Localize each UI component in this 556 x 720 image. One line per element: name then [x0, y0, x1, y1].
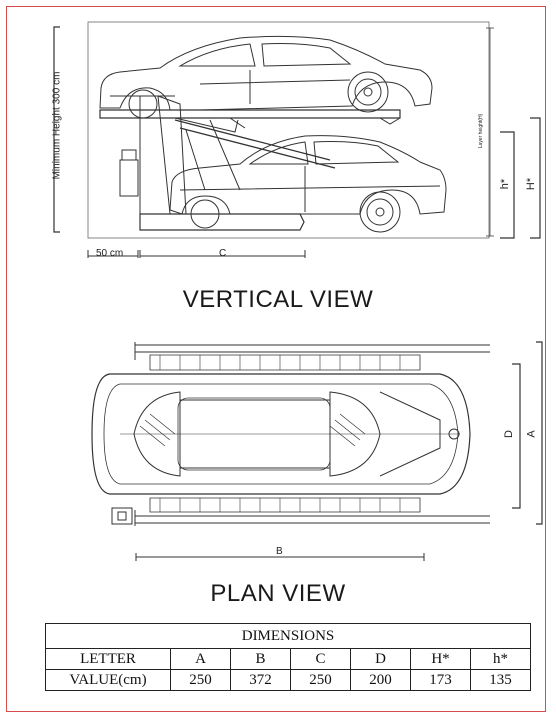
letter-cell: H*: [410, 648, 471, 670]
h-big-label: H*: [525, 177, 538, 191]
vertical-view-drawing: [53, 21, 541, 258]
b-label: B: [276, 546, 283, 557]
vertical-view-title: VERTICAL VIEW: [182, 286, 374, 313]
h-small-label: h*: [499, 178, 512, 190]
letter-cell: D: [350, 648, 411, 670]
layer-height-label: Layer height(H): [478, 113, 484, 149]
lower-car: [169, 135, 447, 233]
dimensions-table: DIMENSIONS LETTER A B C D H* h* VALUE(cm…: [45, 623, 531, 691]
a-label: A: [525, 430, 538, 438]
value-cell: 372: [230, 669, 291, 691]
upper-car: [99, 35, 433, 119]
base-width-label: 50 cm: [96, 248, 124, 259]
letter-row: LETTER A B C D H* h*: [45, 648, 531, 670]
value-cell: 250: [290, 669, 351, 691]
min-height-label: Minimum Height 300 cm: [51, 71, 63, 180]
page-frame: [6, 6, 546, 712]
dimensions-caption: DIMENSIONS: [45, 623, 531, 649]
plan-view-drawing: [91, 341, 543, 561]
letter-cell: A: [170, 648, 231, 670]
value-cell: 173: [410, 669, 471, 691]
value-cell: 200: [350, 669, 411, 691]
value-cell: 135: [470, 669, 531, 691]
letter-cell: h*: [470, 648, 531, 670]
value-cell: 250: [170, 669, 231, 691]
letter-cell: C: [290, 648, 351, 670]
plan-view-title: PLAN VIEW: [210, 580, 346, 607]
letter-row-label: LETTER: [45, 648, 171, 670]
value-row-label: VALUE(cm): [45, 669, 171, 691]
value-row: VALUE(cm) 250 372 250 200 173 135: [45, 669, 531, 691]
c-label: C: [219, 248, 227, 259]
d-label: D: [502, 430, 515, 438]
lift-column: [119, 95, 305, 231]
letter-cell: B: [230, 648, 291, 670]
